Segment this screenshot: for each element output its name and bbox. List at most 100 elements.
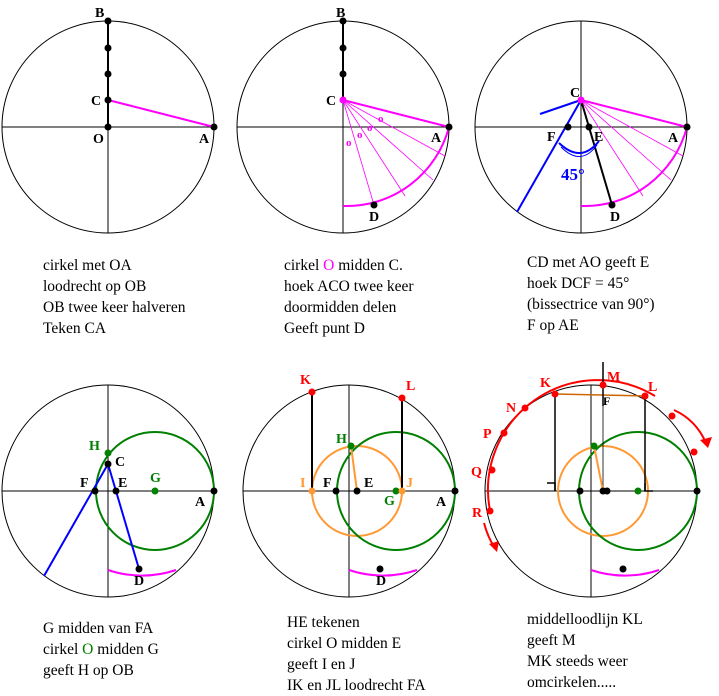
line-cf: [43, 463, 109, 577]
point-a: [445, 123, 453, 131]
point-k: [308, 388, 316, 396]
label-c: C: [115, 455, 125, 470]
segment-ca: [580, 99, 688, 128]
point-f: [576, 487, 584, 495]
panel-5: K L H I F E J G A D: [242, 373, 459, 598]
caption-text: (bissectrice van 90°): [527, 296, 655, 313]
angle-mark: o: [378, 113, 384, 125]
point-f: [332, 487, 340, 495]
label-a: A: [199, 132, 210, 147]
caption-text: geeft H op OB: [43, 662, 134, 679]
label-e: E: [118, 476, 127, 491]
caption-text: CD met AO geeft E: [527, 254, 650, 271]
caption-line: IK en JL loodrecht FA: [287, 675, 426, 696]
point-d: [619, 565, 627, 573]
point-a: [210, 123, 218, 131]
caption-line: F op AE: [527, 315, 655, 336]
angle-mark: o: [346, 137, 352, 149]
caption-line: MK steeds weer: [527, 651, 643, 672]
label-f: F: [80, 476, 89, 491]
point-e: [585, 123, 593, 131]
caption-text: hoek DCF = 45°: [527, 275, 630, 292]
line-cf-extended: [516, 99, 582, 213]
panel-1: B C O A: [1, 6, 218, 234]
label-e: E: [364, 476, 373, 491]
caption-line: CD met AO geeft E: [527, 252, 655, 273]
point-a: [451, 487, 459, 495]
caption-panel-3: CD met AO geeft E hoek DCF = 45° (bissectr…: [527, 252, 655, 336]
label-a: A: [668, 131, 679, 146]
point-d: [608, 201, 616, 209]
panel-4: H C F E G A D: [1, 384, 218, 598]
caption-line: (bissectrice van 90°): [527, 294, 655, 315]
caption-panel-4: G midden van FA cirkel O midden G geeft H …: [43, 618, 159, 681]
label-p: P: [483, 427, 492, 442]
label-r: R: [472, 506, 483, 521]
label-b: B: [95, 6, 104, 21]
point-e: [353, 487, 361, 495]
caption-text: O: [82, 641, 94, 658]
point-d: [135, 565, 143, 573]
caption-line: cirkel O midden G: [43, 639, 159, 660]
label-n: N: [506, 401, 516, 416]
point-h: [104, 449, 112, 457]
point-g: [392, 487, 400, 495]
point-b: [339, 17, 347, 25]
angle-marks: o o o o: [346, 113, 384, 149]
caption-line: cirkel O midden C.: [284, 255, 414, 276]
point-b: [104, 17, 112, 25]
point-f: [91, 487, 99, 495]
angle-arc: [560, 144, 598, 157]
caption-line: HE tekenen: [287, 612, 426, 633]
caption-line: hoek DCF = 45°: [527, 273, 655, 294]
caption-text: midden G: [93, 641, 159, 658]
point-l: [398, 394, 406, 402]
label-h: H: [89, 439, 100, 454]
arrow-head-bottom: [489, 541, 499, 552]
caption-text: omcirkelen.....: [527, 674, 617, 691]
point-d: [370, 201, 378, 209]
label-f: F: [323, 476, 332, 491]
label-a: A: [431, 131, 442, 146]
point: [339, 70, 347, 78]
label-l: L: [648, 380, 657, 395]
caption-text: O: [323, 257, 335, 274]
point: [104, 44, 112, 52]
caption-line: doormidden delen: [284, 297, 414, 318]
bisector-fan: [342, 99, 446, 206]
point-c: [577, 96, 585, 104]
panel-2: o o o o B C A D: [236, 6, 453, 234]
point: [339, 44, 347, 52]
point-g: [151, 487, 159, 495]
arrow-head-top: [700, 437, 712, 448]
arc-d: [590, 569, 660, 577]
label-e: E: [594, 130, 603, 145]
point-a: [683, 123, 691, 131]
label-h: H: [336, 432, 347, 447]
arc-cd: [580, 126, 688, 208]
segment-ca: [107, 99, 215, 128]
right-angle-mark-right: [644, 483, 653, 492]
arc-cd: [342, 126, 450, 208]
line-cd: [580, 99, 613, 206]
point: [104, 70, 112, 78]
line-cd: [107, 463, 140, 570]
point-g: [634, 487, 642, 495]
label-a: A: [195, 495, 206, 510]
label-j: J: [406, 476, 413, 491]
caption-text: loodrecht op OB: [43, 278, 147, 295]
caption-text: Teken CA: [43, 320, 107, 337]
caption-text: G midden van FA: [43, 620, 154, 637]
line-kl: [554, 393, 646, 397]
caption-line: OB twee keer halveren: [43, 297, 185, 318]
arc-d: [107, 569, 177, 577]
caption-line: geeft H op OB: [43, 660, 159, 681]
point-c: [104, 96, 112, 104]
arc-d: [348, 569, 418, 577]
line-blue-upper: [539, 99, 582, 115]
right-angle-mark-left: [547, 482, 556, 491]
caption-text: OB twee keer halveren: [43, 299, 186, 316]
caption-line: Geeft punt D: [284, 318, 414, 339]
